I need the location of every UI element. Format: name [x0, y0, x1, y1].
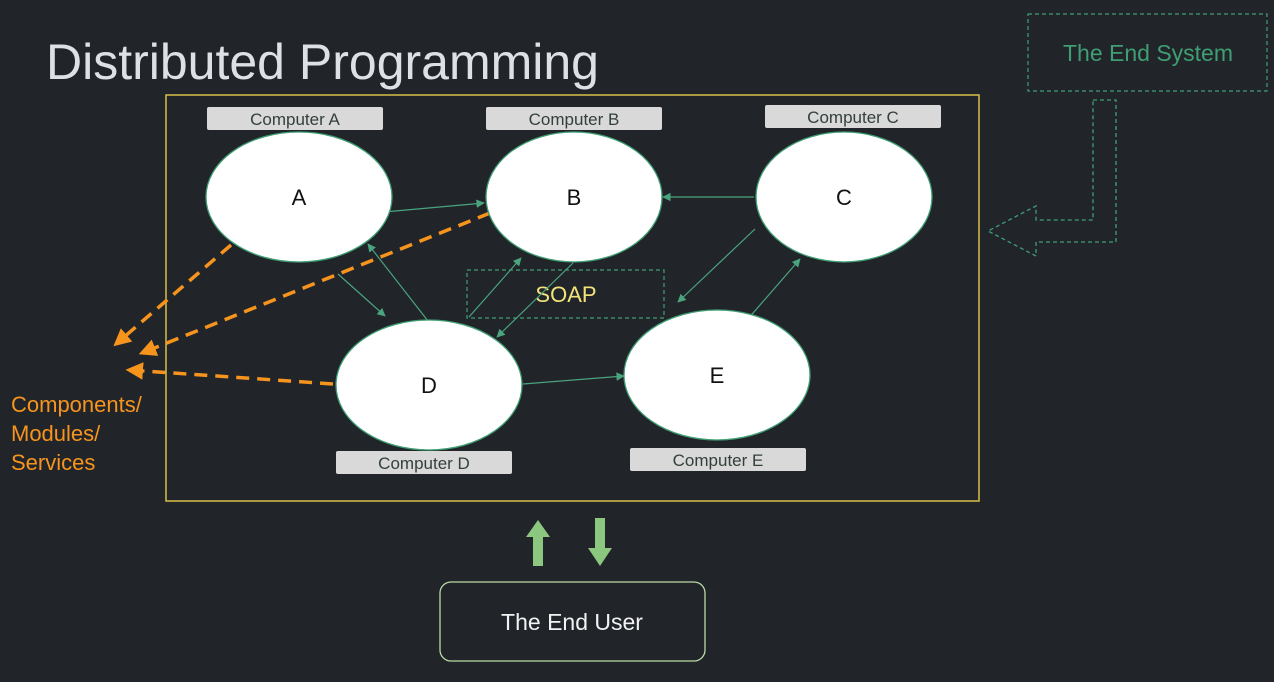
node-b-letter: B	[567, 185, 582, 210]
computer-a-label: Computer A	[250, 110, 340, 129]
node-c-letter: C	[836, 185, 852, 210]
components-label-line-3: Services	[11, 450, 95, 475]
node-b: B Computer B	[485, 107, 663, 263]
end-system-arrow	[986, 99, 1117, 258]
node-a-circle	[205, 131, 393, 263]
computer-b-label-box	[486, 107, 662, 130]
soap-label: SOAP	[535, 282, 596, 307]
node-a: A Computer A	[205, 107, 393, 263]
node-c: C Computer C	[755, 105, 941, 263]
computer-a-label-box	[207, 107, 383, 130]
computer-d-label: Computer D	[378, 454, 470, 473]
down-arrow-icon	[588, 518, 612, 566]
node-d-circle	[335, 319, 523, 451]
node-a-letter: A	[292, 185, 307, 210]
node-c-circle	[755, 131, 933, 263]
system-boundary	[165, 94, 980, 502]
connector-e-to-c	[746, 258, 801, 321]
node-e-circle	[623, 309, 811, 441]
end-user-label: The End User	[501, 609, 643, 635]
connector-a-to-d	[337, 273, 386, 317]
connector-a-to-b	[383, 199, 485, 213]
component-arrow-from-a	[113, 243, 233, 347]
node-b-circle	[485, 131, 663, 263]
computer-d-label-box	[336, 451, 512, 474]
node-d: D Computer D	[335, 319, 523, 474]
computer-e-label: Computer E	[673, 451, 764, 470]
connector-d-to-a	[367, 243, 429, 322]
connector-b-to-d	[496, 262, 574, 338]
computer-e-label-box	[630, 448, 806, 471]
end-system-label: The End System	[1063, 40, 1233, 66]
connector-d-to-e	[522, 372, 625, 385]
computer-c-label: Computer C	[807, 108, 899, 127]
node-d-letter: D	[421, 373, 437, 398]
computer-b-label: Computer B	[529, 110, 620, 129]
node-e: E Computer E	[623, 309, 811, 471]
components-label-line-2: Modules/	[11, 421, 101, 446]
component-arrow-from-d	[125, 362, 334, 386]
node-e-letter: E	[710, 363, 725, 388]
end-system-box	[1027, 13, 1268, 92]
end-user-box	[439, 581, 706, 662]
up-arrow-icon	[526, 520, 550, 566]
components-label-line-1: Components/	[11, 392, 143, 417]
page-title: Distributed Programming	[46, 34, 599, 90]
connector-d-to-b	[468, 257, 522, 318]
connector-c-to-e	[677, 228, 756, 303]
computer-c-label-box	[765, 105, 941, 128]
